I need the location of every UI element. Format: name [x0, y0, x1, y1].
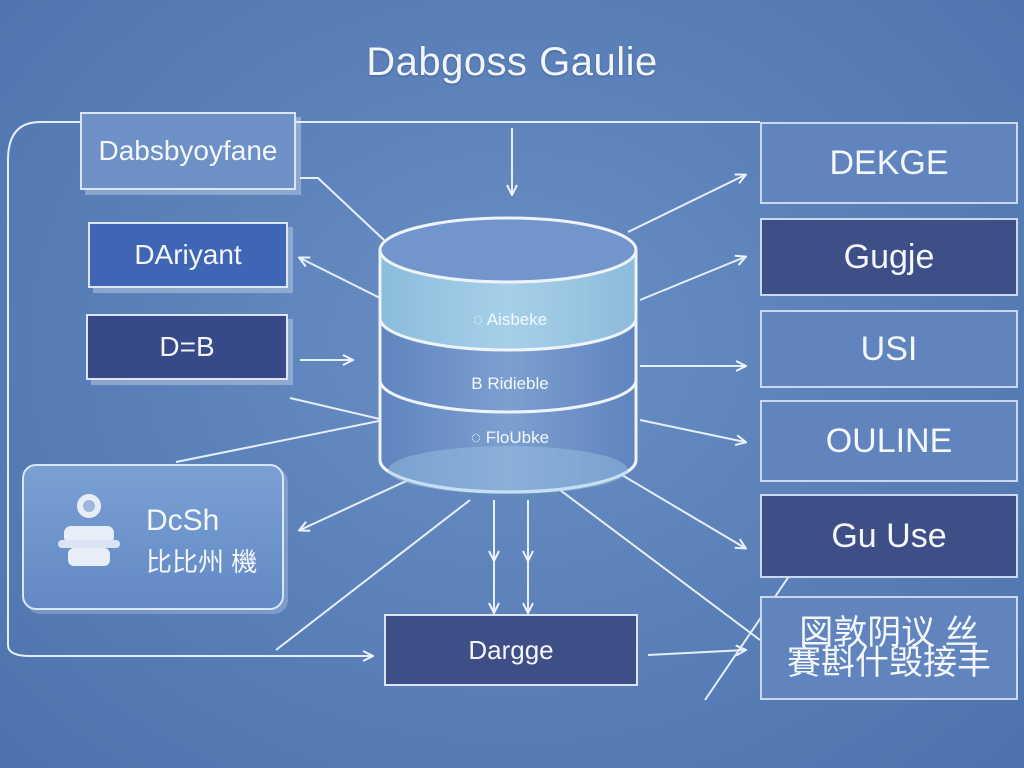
right-box-4-label: OULINE [825, 421, 953, 460]
right-box-1-label: DEKGE [829, 143, 949, 182]
arrow-to-right2 [639, 257, 745, 301]
left-box-1-label: Dabsbyoyfane [98, 135, 278, 166]
arrow-to-right4 [639, 419, 745, 442]
right-box-1[interactable]: DEKGE [760, 122, 1018, 204]
db-layer-1-icon: ◌ [472, 310, 483, 329]
dash-title: DcSh [146, 504, 220, 537]
db-layer-2-icon: B [471, 374, 483, 393]
right-box-3-label: USI [860, 329, 918, 368]
line-box3-bottom [289, 397, 385, 421]
right-box-3[interactable]: USI [760, 310, 1018, 388]
database-cylinder [378, 216, 638, 494]
db-layer-1-label: Aisbeke [486, 310, 548, 329]
arrow-to-box2 [300, 258, 385, 301]
user-desk-icon [58, 494, 120, 566]
left-box-3[interactable]: D=B [86, 314, 288, 380]
arrow-bottom-to-right6 [647, 650, 745, 655]
bottom-box-label: Dargge [468, 634, 554, 665]
db-layer-3-label: FloUbke [485, 428, 550, 447]
db-layer-1[interactable]: ◌ Aisbeke [430, 310, 590, 330]
right-box-5-label: Gu Use [831, 516, 947, 555]
line-box1-cylinder [300, 177, 385, 241]
right-box-2-label: Gugje [843, 237, 935, 276]
left-box-2[interactable]: DAriyant [88, 222, 288, 288]
frame-bottom-line [7, 644, 372, 656]
right-box-6[interactable]: 図敦阴议 丝 賽斟什毁接丰 [760, 596, 1018, 700]
dash-subtitle: 比比州 機 [146, 547, 258, 577]
right-box-4[interactable]: OULINE [760, 400, 1018, 482]
line-bottom-right-diagonal [704, 559, 801, 701]
right-box-6-line2: 賽斟什毁接丰 [787, 644, 991, 682]
left-box-3-label: D=B [159, 331, 215, 362]
diagram-title: Dabgoss Gaulie [366, 40, 658, 84]
right-box-6-line1: 図敦阴议 丝 [799, 614, 979, 652]
db-layer-2[interactable]: B Ridieble [430, 374, 590, 394]
arrow-to-right5 [599, 461, 745, 548]
bottom-box[interactable]: Dargge [384, 614, 638, 686]
right-box-5[interactable]: Gu Use [760, 494, 1018, 578]
db-layer-3[interactable]: ◌ FloUbke [430, 428, 590, 448]
frame-line [7, 121, 80, 645]
db-layer-3-icon: ◌ [470, 428, 482, 447]
arrow-to-right1 [627, 175, 745, 233]
line-cylinder-bottomleft [275, 499, 471, 651]
right-box-2[interactable]: Gugje [760, 218, 1018, 296]
left-box-2-label: DAriyant [134, 239, 242, 270]
line-cylinder-left [175, 419, 385, 463]
left-box-1[interactable]: Dabsbyoyfane [80, 112, 296, 190]
dash-panel[interactable]: DcSh 比比州 機 [22, 464, 284, 610]
line-right6-diagonal [559, 489, 761, 641]
db-layer-2-label: Ridieble [487, 374, 549, 393]
connector-group [7, 121, 801, 701]
